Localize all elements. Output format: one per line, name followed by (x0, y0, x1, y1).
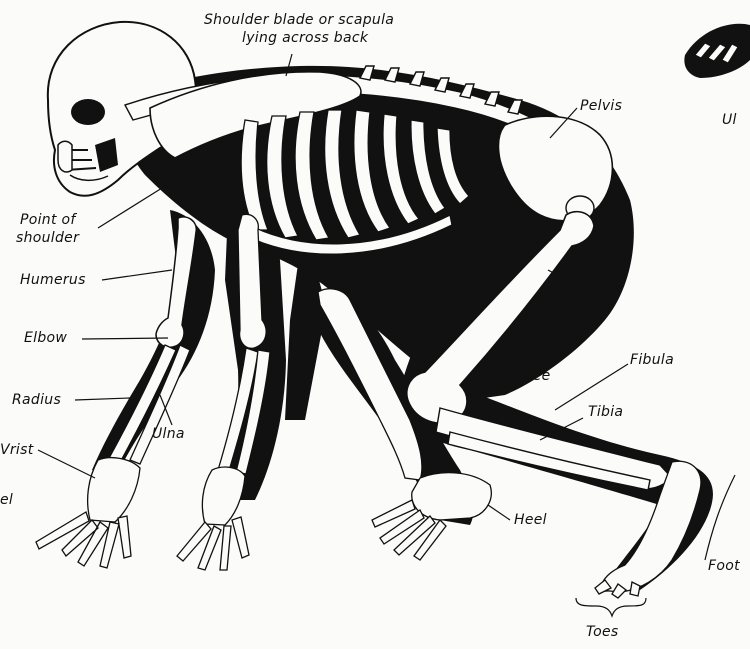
partial-hand-fragment (684, 24, 750, 78)
foot-label: Foot (708, 558, 740, 574)
femur-label: Femur (576, 282, 622, 298)
scapula-label-line2: lying across back (242, 30, 368, 46)
heel-label: Heel (514, 512, 547, 528)
edge-label: Ul (722, 112, 737, 128)
scapula-label-line1: Shoulder blade or scapula (204, 12, 394, 28)
radius-label: Radius (12, 392, 61, 408)
ulna-label: Ulna (152, 426, 185, 442)
radius-ulna (108, 345, 190, 466)
point-of-shoulder-label-line1: Point of (20, 212, 76, 228)
fibula-label: Fibula (630, 352, 674, 368)
wrist-label: Vrist (0, 442, 34, 458)
tibia-label: Tibia (588, 404, 623, 420)
pelvis-label: Pelvis (580, 98, 622, 114)
knee-label: Knee (514, 368, 550, 384)
point-of-shoulder-label-line2: shoulder (16, 230, 79, 246)
heel-left-label: el (0, 492, 13, 508)
humerus-label: Humerus (20, 272, 86, 288)
elbow-label: Elbow (24, 330, 67, 346)
toes-label: Toes (586, 624, 619, 640)
